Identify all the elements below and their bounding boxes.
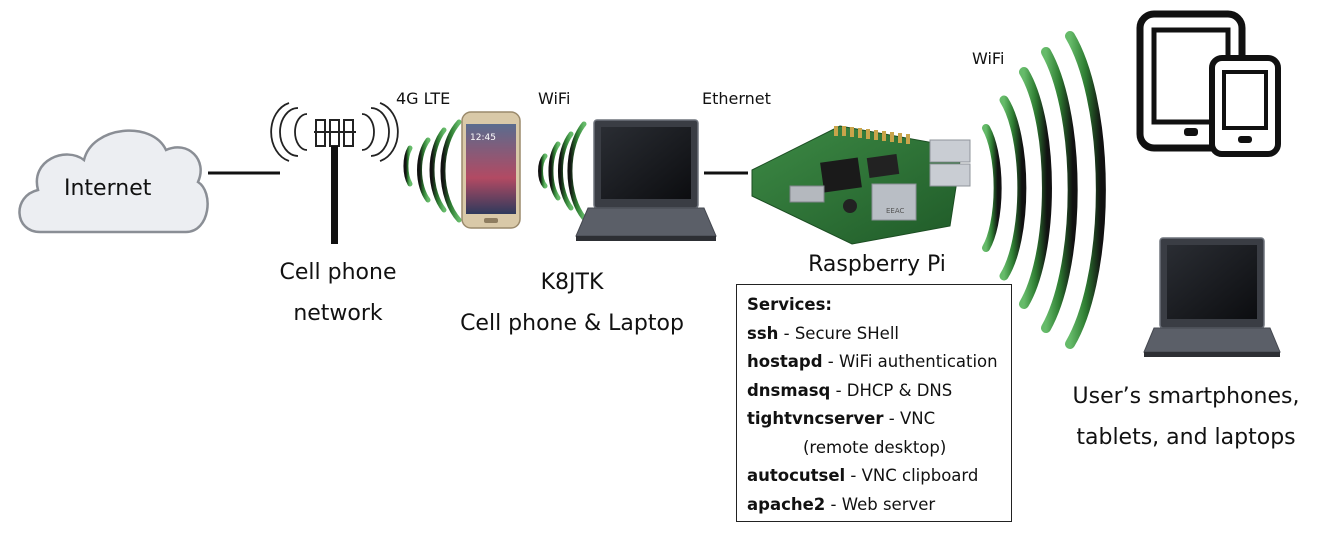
raspberry-pi-icon: EEAC <box>751 125 971 245</box>
service-name: tightvncserver <box>747 409 884 428</box>
cloud-icon <box>18 129 209 234</box>
k8jtk-label-line2: Cell phone & Laptop <box>460 311 684 336</box>
raspberry-pi-label: Raspberry Pi <box>808 252 946 277</box>
services-header: Services: <box>747 295 833 314</box>
wifi-waves-icon <box>538 121 587 221</box>
smartphone-icon: 12:45 <box>461 111 521 229</box>
service-item: tightvncserver - VNC <box>747 405 1011 434</box>
laptop-icon <box>575 119 717 241</box>
cell-network-label-line2: network <box>293 301 383 326</box>
phone-icon <box>1209 55 1281 157</box>
k8jtk-label-line1: K8JTK <box>540 270 604 295</box>
lte-wifi-waves-icon <box>403 119 462 223</box>
service-desc: - VNC clipboard <box>845 466 979 485</box>
service-name: ssh <box>747 323 779 343</box>
service-desc: - Secure SHell <box>778 323 900 343</box>
service-desc: - Web server <box>825 494 936 514</box>
service-desc: (remote desktop) <box>803 437 947 457</box>
service-item: apache2 - Web server <box>747 491 1011 520</box>
service-name: hostapd <box>747 352 823 371</box>
service-name: apache2 <box>747 494 826 514</box>
service-item: dnsmasq - DHCP & DNS <box>747 377 1011 406</box>
service-item: autocutsel - VNC clipboard <box>747 462 1011 491</box>
users-label-line1: User’s smartphones, <box>1072 384 1300 409</box>
user-laptop-icon <box>1143 237 1281 357</box>
service-item: ssh - Secure SHell <box>747 320 1011 349</box>
services-box: Services: ssh - Secure SHell hostapd - W… <box>736 284 1012 522</box>
service-name: dnsmasq <box>747 380 831 400</box>
pi-wifi-waves-icon <box>982 31 1106 349</box>
service-desc: - WiFi authentication <box>822 352 998 371</box>
svg-text:12:45: 12:45 <box>470 133 496 143</box>
lte-label: 4G LTE <box>396 89 451 108</box>
service-desc: - VNC <box>883 409 936 428</box>
service-item: hostapd - WiFi authentication <box>747 348 1011 377</box>
service-desc: - DHCP & DNS <box>830 380 953 400</box>
internet-label: Internet <box>64 176 152 201</box>
cell-network-label-line1: Cell phone <box>279 260 397 285</box>
cell-tower-icon <box>270 102 399 244</box>
svg-text:EEAC: EEAC <box>886 207 905 215</box>
wifi-label-pi: WiFi <box>972 49 1005 68</box>
wifi-label-phone: WiFi <box>538 89 571 108</box>
service-item-continuation: (remote desktop) <box>747 434 1011 463</box>
ethernet-label: Ethernet <box>702 89 771 108</box>
users-label-line2: tablets, and laptops <box>1076 425 1296 450</box>
service-name: autocutsel <box>747 466 846 485</box>
